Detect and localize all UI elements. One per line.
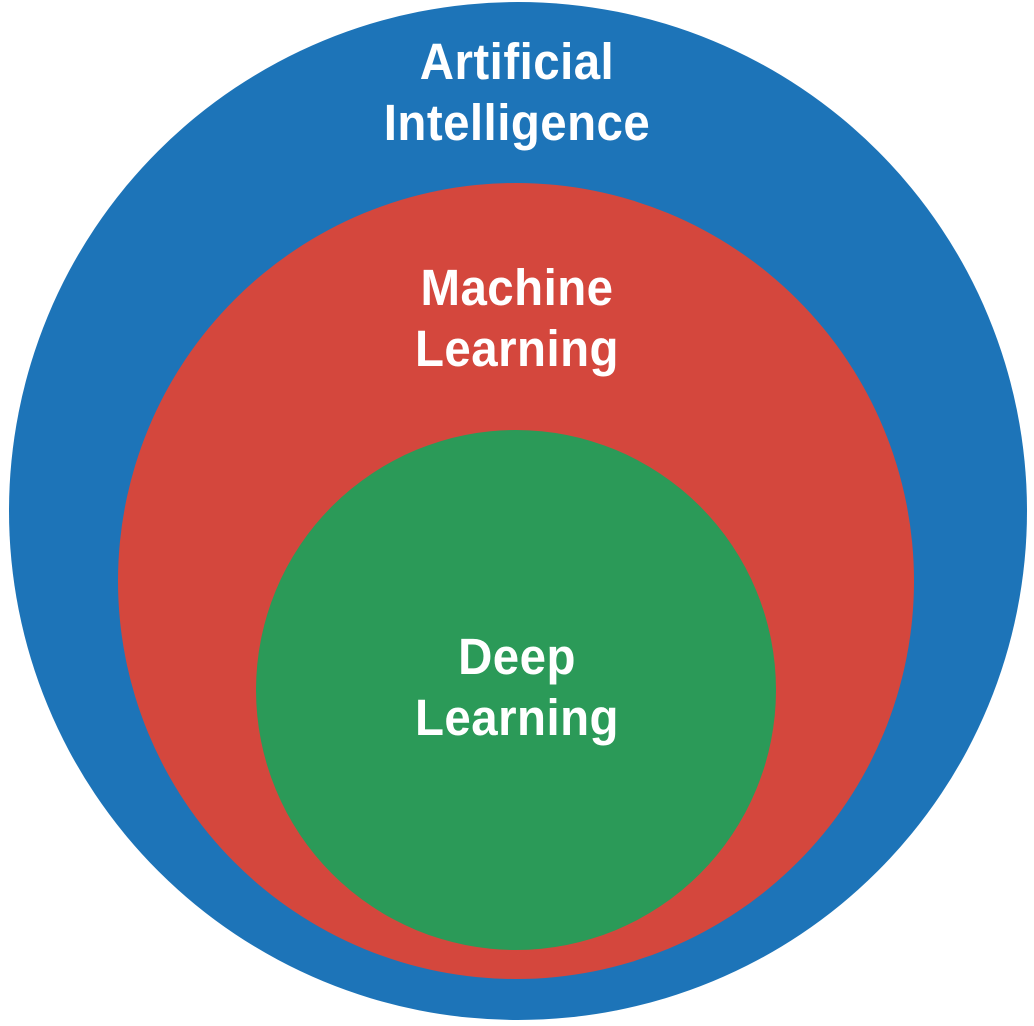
artificial-intelligence-label-line1: Artificial [419, 33, 615, 90]
machine-learning-label: Machine Learning [36, 257, 998, 379]
machine-learning-label-line2: Learning [414, 320, 619, 377]
artificial-intelligence-label-line2: Intelligence [383, 94, 651, 151]
deep-learning-circle [256, 430, 776, 950]
machine-learning-label-line1: Machine [420, 259, 614, 316]
artificial-intelligence-label: Artificial Intelligence [36, 31, 998, 153]
deep-learning-label-line2: Learning [414, 689, 619, 746]
deep-learning-label-line1: Deep [458, 628, 576, 685]
deep-learning-label: Deep Learning [36, 626, 998, 748]
